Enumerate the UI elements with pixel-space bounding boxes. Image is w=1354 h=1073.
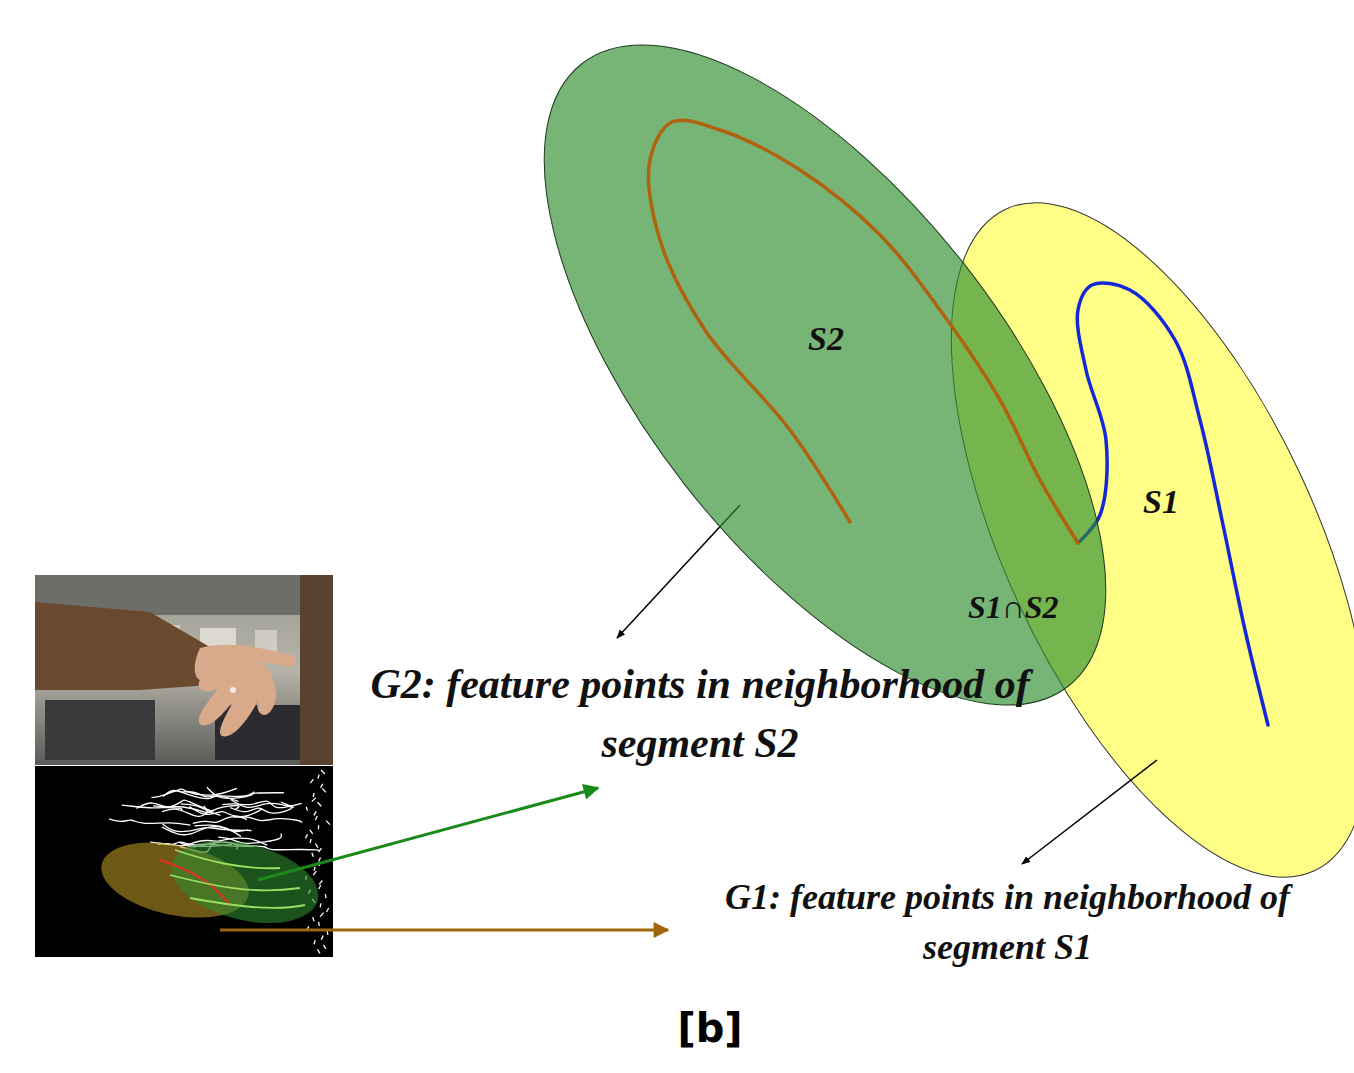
intersection-label: S1∩S2 xyxy=(968,585,1148,630)
segment-region-ellipse: S1 xyxy=(940,190,1354,890)
segment-region-ellipse: S2 xyxy=(540,20,1120,740)
photo-inset xyxy=(35,575,333,765)
segment-curve xyxy=(1077,283,1268,725)
neighborhood-ellipse xyxy=(865,144,1354,937)
leader-arrow xyxy=(220,929,668,932)
leader-arrow xyxy=(1022,760,1157,864)
ellipse-outline xyxy=(940,190,1354,890)
segment-name: S2 xyxy=(808,320,844,357)
group-label: G2: feature points in neighborhood of se… xyxy=(340,655,1060,773)
leader-arrow xyxy=(258,788,598,880)
figure-caption: [b] xyxy=(600,1005,820,1051)
ellipse-outline xyxy=(540,20,1120,740)
segment-name: S1 xyxy=(1143,483,1179,520)
edge-image-inset xyxy=(35,766,333,957)
group-label: G1: feature points in neighborhood of se… xyxy=(665,872,1350,973)
